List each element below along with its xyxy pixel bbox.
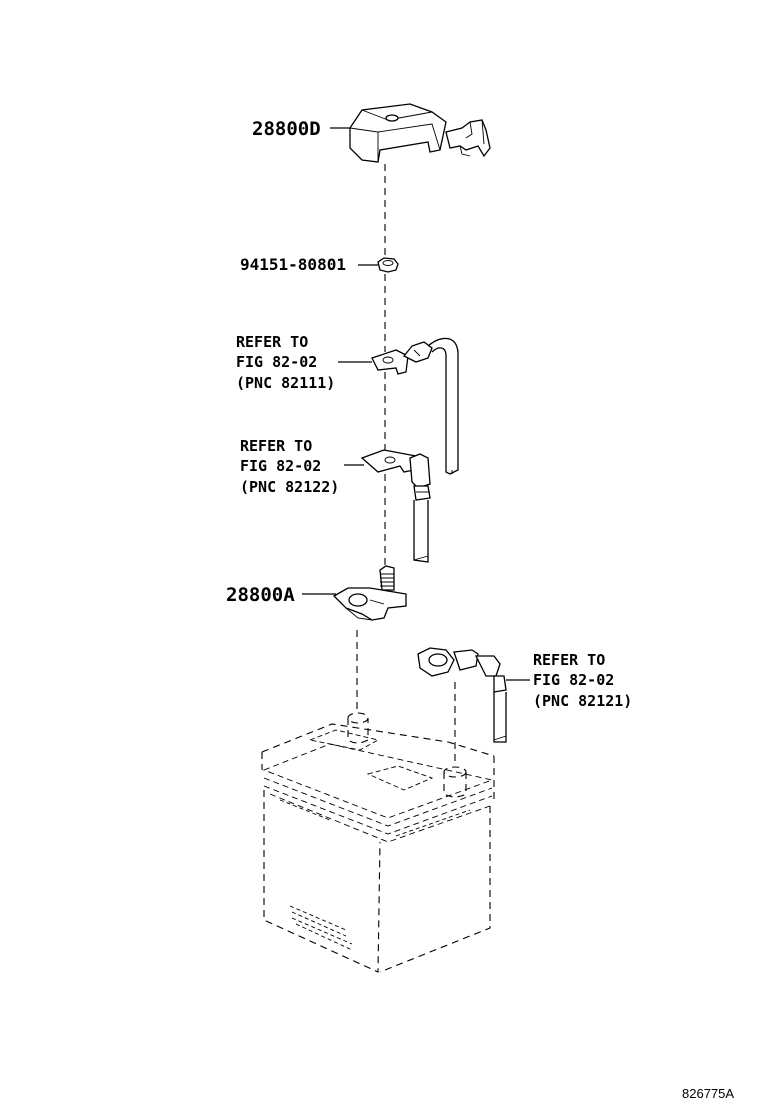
terminal-clamp-part[interactable] xyxy=(332,565,407,621)
label-28800A[interactable]: 28800A xyxy=(226,584,295,606)
ref1-line1: REFER TO xyxy=(236,333,308,351)
battery xyxy=(261,723,495,973)
battery-positive-post xyxy=(347,712,369,744)
ref3-line3[interactable]: (PNC 82121) xyxy=(533,692,632,710)
cable-terminal-82122[interactable] xyxy=(360,449,431,563)
ref2-line1: REFER TO xyxy=(240,437,312,455)
nut-part[interactable] xyxy=(377,257,399,273)
cable-terminal-82111[interactable] xyxy=(371,337,459,475)
label-28800D[interactable]: 28800D xyxy=(252,118,321,140)
ref1-line2: FIG 82-02 xyxy=(236,353,317,371)
cable-terminal-82121[interactable] xyxy=(417,647,507,743)
label-94151-80801[interactable]: 94151-80801 xyxy=(240,255,346,274)
ref3-line1: REFER TO xyxy=(533,651,605,669)
ref2-line2: FIG 82-02 xyxy=(240,457,321,475)
battery-negative-post xyxy=(443,766,467,798)
figure-id: 826775A xyxy=(682,1086,734,1101)
ref2-line3[interactable]: (PNC 82122) xyxy=(240,478,339,496)
terminal-cover-part[interactable] xyxy=(349,103,491,163)
ref1-line3[interactable]: (PNC 82111) xyxy=(236,374,335,392)
ref3-line2: FIG 82-02 xyxy=(533,671,614,689)
